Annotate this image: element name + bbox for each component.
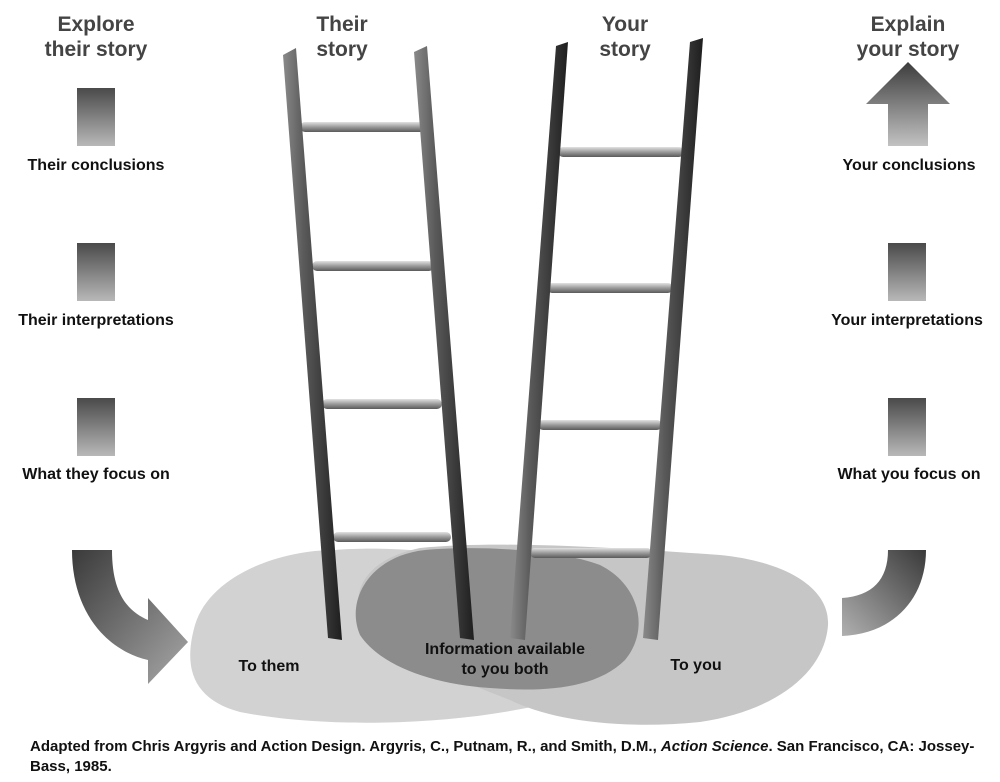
ladder-rail	[414, 46, 474, 640]
ladder-rail	[643, 38, 703, 640]
their-story-header: Their story	[300, 12, 384, 62]
what-they-focus-on-label: What they focus on	[22, 466, 170, 483]
caption-text: . San Francisco, CA: Jossey-Bass, 1985.	[30, 738, 975, 775]
shared-information-region	[355, 548, 639, 690]
your-interpretations-label: Your interpretations	[831, 312, 983, 329]
ladder-rail	[510, 42, 568, 640]
step-block-icon	[77, 243, 115, 301]
your-story-header: Your story	[583, 12, 667, 62]
header-line: Explore	[57, 13, 135, 36]
ladder-rung	[538, 420, 662, 430]
their-interpretations-label: Their interpretations	[18, 312, 174, 329]
header-line: story	[316, 38, 368, 61]
ladder-rung	[530, 548, 652, 558]
step-block-icon	[888, 243, 926, 301]
step-block-icon	[77, 88, 115, 146]
shared-information-line: to you both	[461, 661, 549, 678]
header-line: Their	[316, 13, 368, 36]
up-arrow-icon	[866, 62, 950, 146]
ladder-rung	[300, 122, 426, 132]
shared-information-line: Information available	[424, 641, 586, 658]
curved-arrow-icon	[72, 550, 188, 684]
ladder-rung	[312, 261, 434, 271]
explain-your-story-header: Explain your story	[842, 12, 974, 62]
step-block-icon	[77, 398, 115, 456]
to-them-label: To them	[238, 658, 300, 675]
to-you-label: To you	[670, 657, 722, 674]
your-conclusions-label: Your conclusions	[842, 157, 976, 174]
their-conclusions-label: Their conclusions	[27, 157, 165, 174]
source-caption: Adapted from Chris Argyris and Action De…	[30, 737, 980, 777]
ladder-rung	[547, 283, 673, 293]
shared-information-label: Information available to you both	[412, 640, 598, 680]
curved-arrow-icon	[842, 550, 926, 636]
your-story-ladder	[510, 38, 703, 640]
explore-their-story-header: Explore their story	[28, 12, 164, 62]
their-story-ladder	[283, 46, 474, 640]
caption-text: Adapted from Chris Argyris and Action De…	[30, 738, 661, 755]
ladder-rung	[322, 399, 442, 409]
ladder-rung	[333, 532, 451, 542]
header-line: Your	[601, 13, 649, 36]
step-block-icon	[888, 398, 926, 456]
caption-book-title: Action Science	[660, 738, 769, 755]
what-you-focus-on-label: What you focus on	[837, 466, 981, 483]
header-line: Explain	[870, 13, 946, 36]
ladder-rung	[558, 147, 684, 157]
header-line: their story	[44, 38, 148, 61]
header-line: story	[599, 38, 651, 61]
header-line: your story	[856, 38, 960, 61]
ladder-rail	[283, 48, 342, 640]
